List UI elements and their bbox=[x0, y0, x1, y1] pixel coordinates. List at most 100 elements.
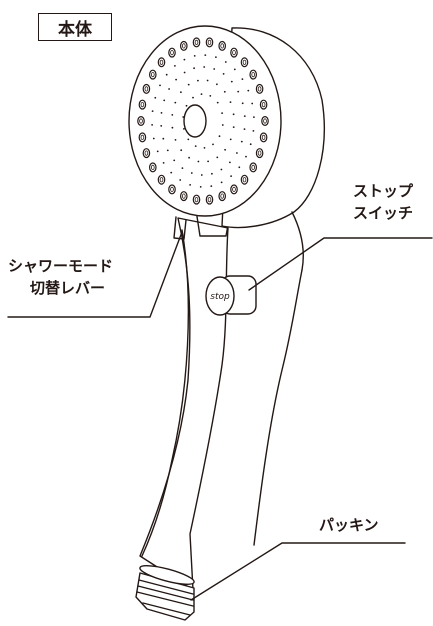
spray-dot bbox=[232, 126, 235, 128]
spray-dot bbox=[180, 149, 183, 152]
spray-dot bbox=[220, 168, 223, 171]
spray-dot bbox=[187, 83, 190, 86]
nozzle-hole-inner bbox=[194, 39, 199, 46]
spray-dot bbox=[245, 155, 247, 158]
nozzle-hole bbox=[180, 40, 188, 51]
spray-dot bbox=[160, 125, 163, 127]
spray-dot bbox=[221, 124, 224, 126]
spray-dot bbox=[163, 99, 166, 102]
spray-dot bbox=[216, 83, 218, 86]
spray-dot bbox=[175, 78, 178, 81]
nozzle-hole-inner bbox=[242, 59, 247, 65]
spray-dot bbox=[180, 91, 182, 94]
nozzle-hole bbox=[192, 194, 201, 205]
spray-dot bbox=[249, 143, 252, 146]
spray-dot bbox=[182, 116, 185, 118]
spray-dot bbox=[166, 149, 169, 152]
spray-dot bbox=[171, 126, 174, 129]
nozzle-hole bbox=[240, 57, 249, 68]
shower-mode-label-line1: シャワーモード bbox=[8, 257, 114, 275]
nozzle-hole-inner bbox=[140, 102, 145, 108]
spray-dot bbox=[192, 96, 194, 99]
nozzle-hole bbox=[261, 115, 269, 126]
nozzle-hole bbox=[138, 132, 147, 143]
spray-dot bbox=[215, 56, 217, 58]
nozzle-hole-inner bbox=[140, 134, 145, 140]
spray-dot bbox=[229, 101, 232, 103]
spray-dot bbox=[204, 54, 207, 56]
nozzle-hole bbox=[259, 132, 268, 143]
packing-label: パッキン bbox=[319, 514, 379, 536]
spray-dot bbox=[253, 116, 255, 118]
spray-dot bbox=[236, 152, 238, 154]
nozzle-hole bbox=[218, 40, 227, 51]
spray-dot bbox=[162, 137, 165, 140]
packing-ring bbox=[139, 565, 195, 585]
hose-fitting bbox=[135, 572, 195, 621]
nozzle-hole-inner bbox=[144, 150, 149, 156]
spray-dot bbox=[174, 101, 177, 104]
nozzle-hole-inner bbox=[144, 86, 149, 92]
spray-dot bbox=[238, 166, 241, 169]
stop-switch-label-line2: スイッチ bbox=[353, 204, 414, 222]
spray-dot bbox=[197, 160, 200, 163]
nozzle-hole bbox=[157, 174, 166, 185]
spray-dot bbox=[251, 102, 254, 105]
nozzle-hole bbox=[180, 191, 188, 202]
spray-dot bbox=[152, 137, 155, 140]
spray-dot bbox=[183, 127, 185, 130]
spray-dot bbox=[187, 138, 190, 141]
nozzle-hole-inner bbox=[257, 86, 262, 92]
spray-dot bbox=[221, 112, 224, 114]
spray-dot bbox=[193, 55, 196, 57]
spray-dot bbox=[162, 162, 165, 164]
nozzle-hole bbox=[192, 37, 201, 48]
nozzle-hole-inner bbox=[220, 193, 225, 199]
title-text: 本体 bbox=[58, 19, 92, 40]
spray-dot bbox=[193, 67, 196, 70]
spray-dot bbox=[230, 80, 233, 83]
nozzle-hole bbox=[259, 99, 268, 110]
nozzle-hole-inner bbox=[232, 49, 236, 56]
spray-dot bbox=[223, 90, 226, 93]
title-box: 本体 bbox=[38, 13, 112, 41]
spray-dot bbox=[200, 93, 203, 95]
nozzle-hole-inner bbox=[194, 197, 199, 203]
nozzle-hole bbox=[255, 83, 264, 94]
nozzle-hole bbox=[205, 194, 214, 205]
leader-packing bbox=[190, 542, 406, 601]
nozzle-hole-inner bbox=[251, 72, 256, 78]
spray-dot bbox=[188, 156, 191, 159]
spray-dot bbox=[151, 110, 154, 112]
nozzle-hole bbox=[149, 69, 157, 80]
spray-dot bbox=[210, 185, 213, 188]
nozzle-hole-inner bbox=[151, 72, 155, 78]
spray-dot bbox=[151, 124, 154, 126]
nozzle-hole bbox=[137, 115, 145, 126]
nozzle-hole-inner bbox=[242, 177, 247, 183]
spray-dot bbox=[233, 68, 236, 71]
spray-dot bbox=[183, 58, 186, 61]
nozzle-hole-inner bbox=[263, 118, 267, 124]
nozzle-hole bbox=[218, 191, 227, 202]
handle-face-edge bbox=[141, 229, 190, 557]
leader-shower-mode bbox=[7, 231, 183, 318]
spray-dot bbox=[207, 160, 210, 163]
handle-body bbox=[139, 217, 229, 591]
nozzle-hole-inner bbox=[159, 177, 164, 183]
spray-dot bbox=[247, 89, 250, 92]
nozzle-hole bbox=[255, 148, 264, 159]
spray-dot bbox=[160, 112, 163, 114]
spray-dot bbox=[216, 101, 219, 104]
nozzle-hole bbox=[142, 83, 151, 94]
spray-dot bbox=[170, 171, 173, 174]
shower-mode-label: シャワーモード 切替レバー bbox=[8, 255, 113, 299]
spray-dot bbox=[213, 68, 216, 70]
spray-dot bbox=[173, 159, 176, 162]
nozzle-hole bbox=[138, 99, 147, 110]
nozzle-hole bbox=[230, 47, 238, 58]
spray-dot bbox=[218, 135, 221, 138]
spray-dot bbox=[174, 65, 176, 67]
nozzle-hole-inner bbox=[170, 186, 174, 192]
